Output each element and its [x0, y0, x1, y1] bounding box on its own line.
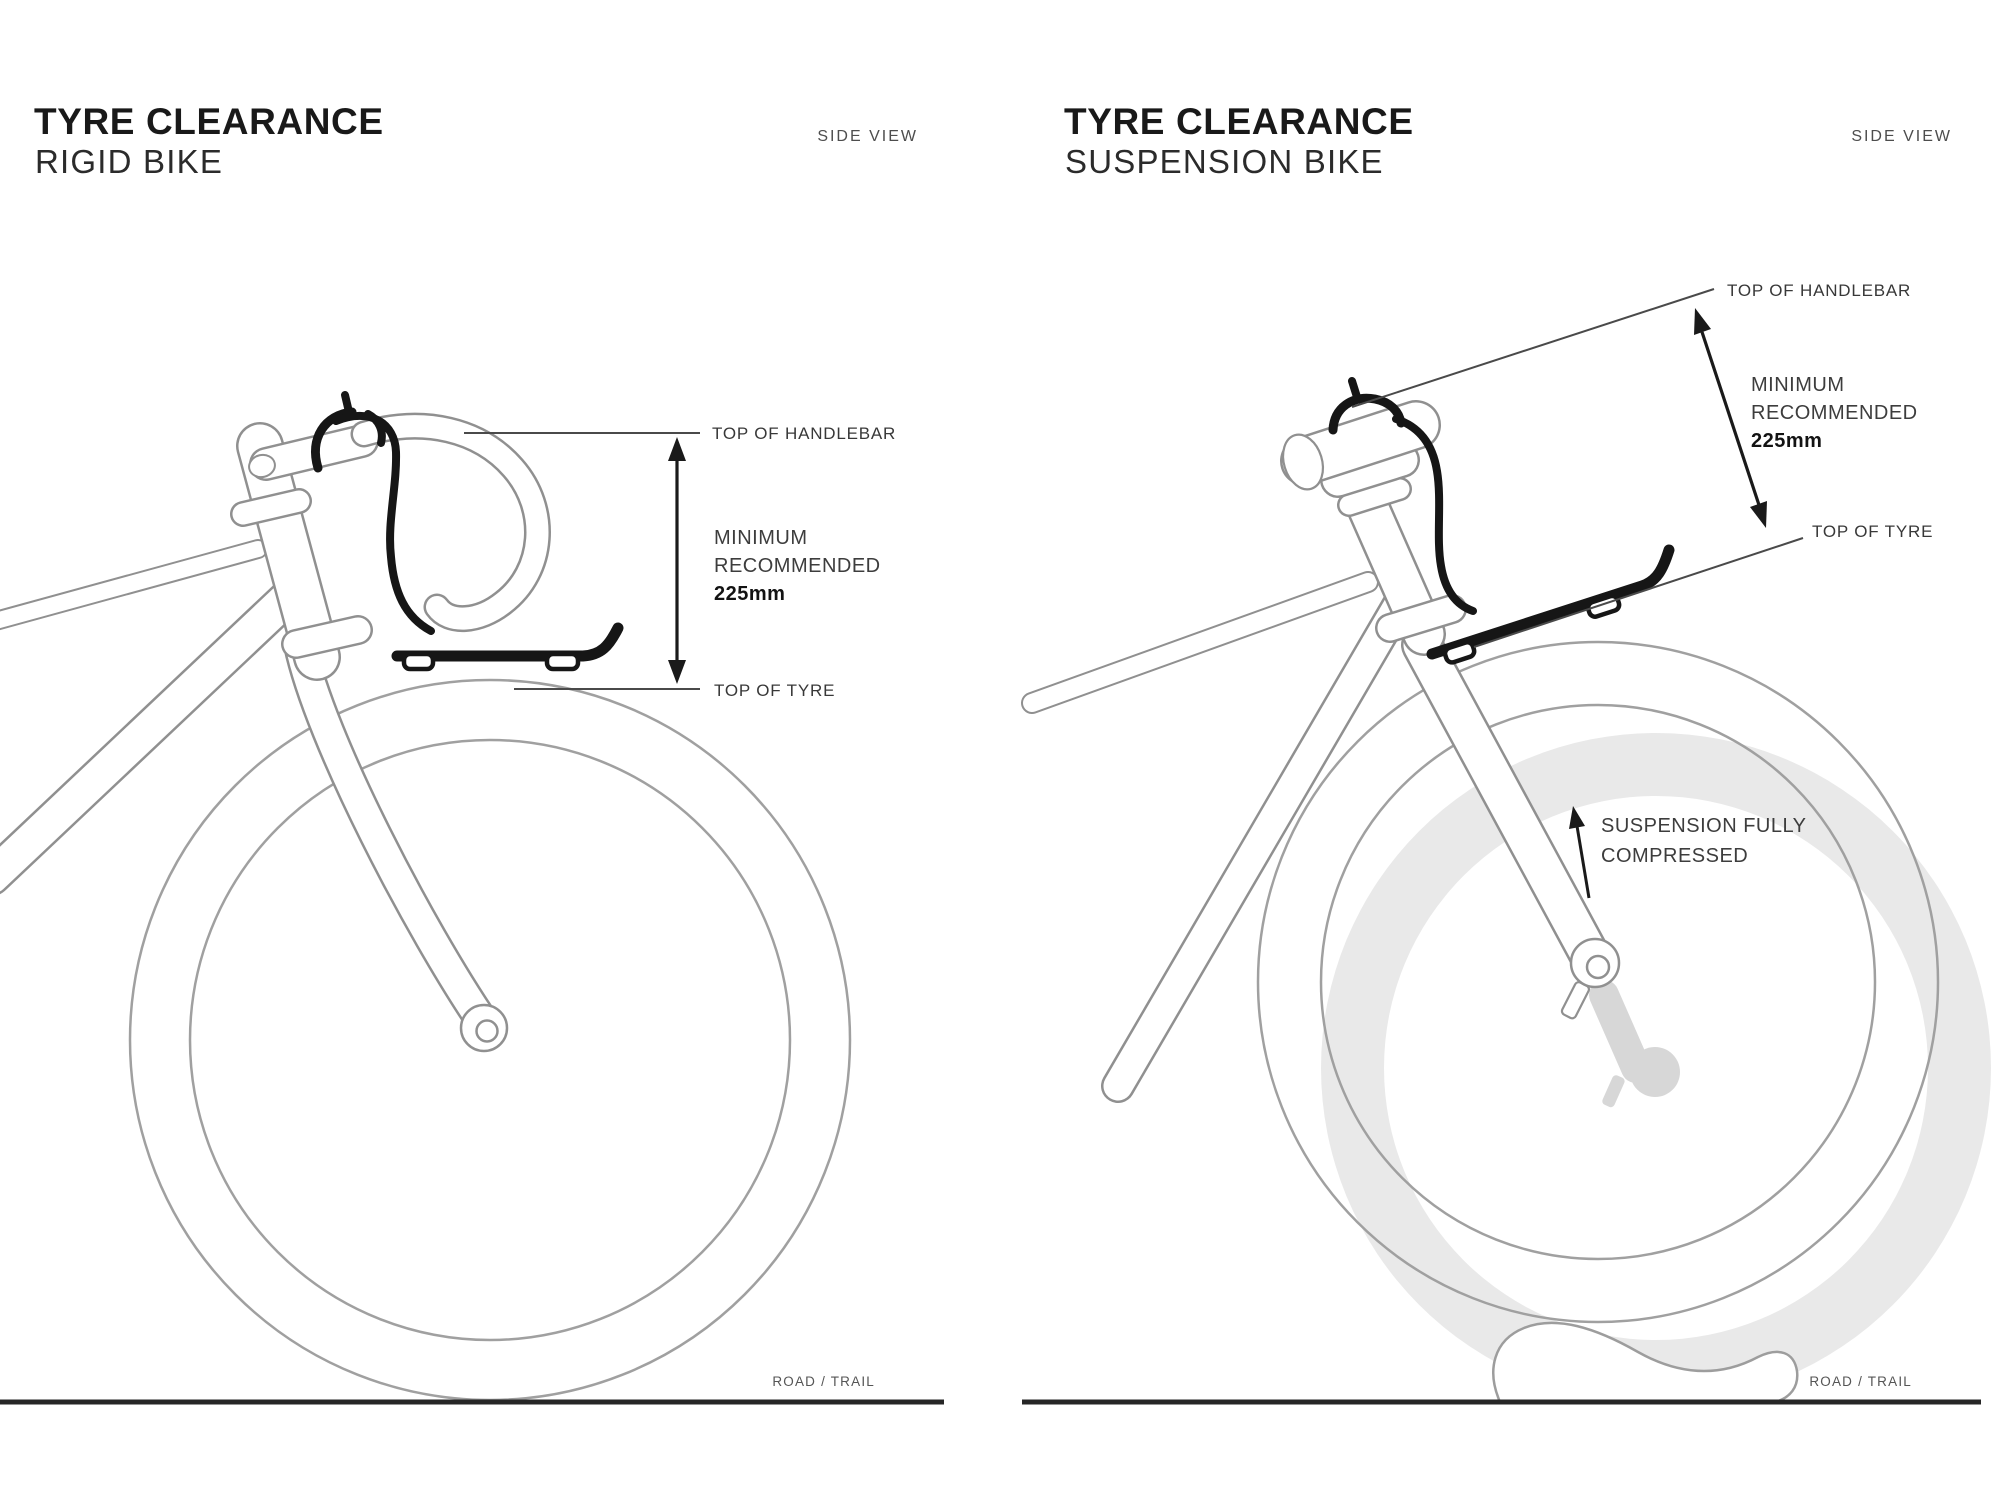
rigid-frame-tubes	[0, 539, 319, 895]
arrow-down-icon	[668, 660, 686, 684]
right-minimum-line1: MINIMUM	[1751, 374, 1845, 396]
rigid-mount-strap	[310, 391, 624, 672]
suspension-mount-foot-left	[1442, 640, 1477, 665]
suspension-compression-arrow	[1575, 825, 1591, 899]
right-minimum-line2: RECOMMENDED	[1751, 402, 1918, 424]
rigid-headtube-stem	[230, 422, 379, 681]
arrow-up-left-icon	[1694, 308, 1711, 335]
rigid-mount-foot-right	[544, 651, 581, 672]
right-panel-title: TYRE CLEARANCE	[1064, 101, 1414, 142]
right-top-of-tyre-label: TOP OF TYRE	[1812, 522, 1934, 541]
left-minimum-value: 225mm	[714, 583, 786, 605]
suspension-measurement-arrow	[1700, 331, 1761, 506]
suspension-fork	[1337, 476, 1621, 1020]
suspension-compressed-line1: SUSPENSION FULLY	[1601, 815, 1807, 837]
left-minimum-line1: MINIMUM	[714, 527, 808, 549]
suspension-bike-illustration	[1021, 288, 1991, 1405]
left-road-trail-label: ROAD / TRAIL	[772, 1374, 875, 1389]
suspension-stem-handlebar	[1280, 400, 1441, 498]
left-minimum-recommended-label: MINIMUM RECOMMENDED 225mm	[714, 524, 881, 608]
suspension-compressed-label: SUSPENSION FULLY COMPRESSED	[1601, 811, 1806, 871]
left-minimum-line2: RECOMMENDED	[714, 555, 881, 577]
rigid-fork	[283, 628, 509, 1053]
rigid-mount-foot-left	[401, 651, 436, 672]
suspension-annotations	[1351, 288, 1804, 899]
rigid-drop-handlebar	[350, 412, 551, 632]
left-top-of-tyre-label: TOP OF TYRE	[714, 681, 836, 700]
rigid-bike-illustration	[0, 391, 944, 1405]
arrow-down-right-icon	[1750, 501, 1767, 528]
arrow-up-icon	[668, 437, 686, 461]
suspension-mount-strap	[1328, 377, 1675, 665]
suspension-frame-tubes	[1021, 571, 1415, 1103]
right-road-trail-label: ROAD / TRAIL	[1809, 1374, 1912, 1389]
compressed-tyre-contact	[1492, 1321, 1799, 1404]
rigid-mount-platform	[391, 622, 624, 662]
left-panel-title: TYRE CLEARANCE	[34, 101, 384, 142]
right-minimum-value: 225mm	[1751, 430, 1823, 452]
arrow-up-icon	[1569, 806, 1585, 829]
right-minimum-recommended-label: MINIMUM RECOMMENDED 225mm	[1751, 371, 1918, 455]
rigid-hub	[475, 1019, 499, 1043]
suspension-front-wheel	[1256, 640, 1940, 1324]
right-panel-subtitle: SUSPENSION BIKE	[1065, 143, 1384, 180]
left-panel-subtitle: RIGID BIKE	[35, 143, 224, 180]
suspension-handlebar-leader-line	[1351, 288, 1715, 408]
suspension-compressed-line2: COMPRESSED	[1601, 845, 1749, 867]
suspension-hub	[1585, 954, 1611, 980]
handlebar-end-cap	[1281, 433, 1325, 491]
ghost-axle	[1589, 980, 1680, 1108]
rigid-annotations	[464, 432, 700, 690]
suspension-mount-platform	[1426, 544, 1675, 660]
left-top-of-handlebar-label: TOP OF HANDLEBAR	[712, 424, 897, 443]
left-side-view-label: SIDE VIEW	[817, 128, 918, 145]
suspension-tyre-leader-line	[1473, 537, 1804, 648]
right-side-view-label: SIDE VIEW	[1851, 128, 1952, 145]
right-top-of-handlebar-label: TOP OF HANDLEBAR	[1727, 281, 1912, 300]
